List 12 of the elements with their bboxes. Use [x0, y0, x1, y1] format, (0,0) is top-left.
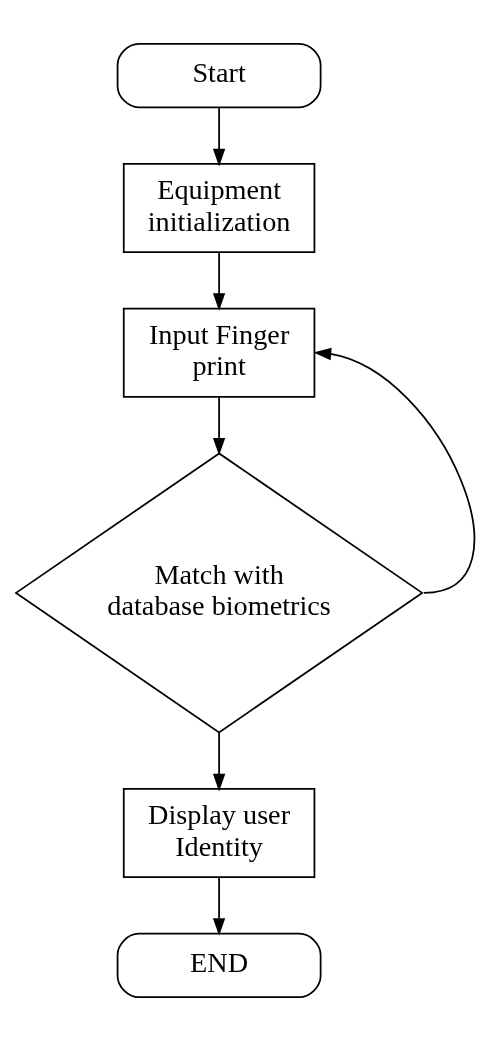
node-box: Display user Identity	[122, 787, 315, 878]
arrow	[212, 396, 225, 456]
arrow	[212, 251, 225, 311]
node-box: Equipment initialization	[122, 163, 315, 254]
arrow	[313, 347, 475, 594]
node-diamond: Match with database biometrics	[14, 452, 424, 734]
arrow	[212, 107, 225, 167]
node-box: END	[116, 932, 321, 999]
node-box: Start	[116, 42, 321, 109]
arrow	[212, 876, 225, 936]
arrow	[212, 732, 225, 792]
node-box: Input Finger print	[122, 307, 315, 398]
